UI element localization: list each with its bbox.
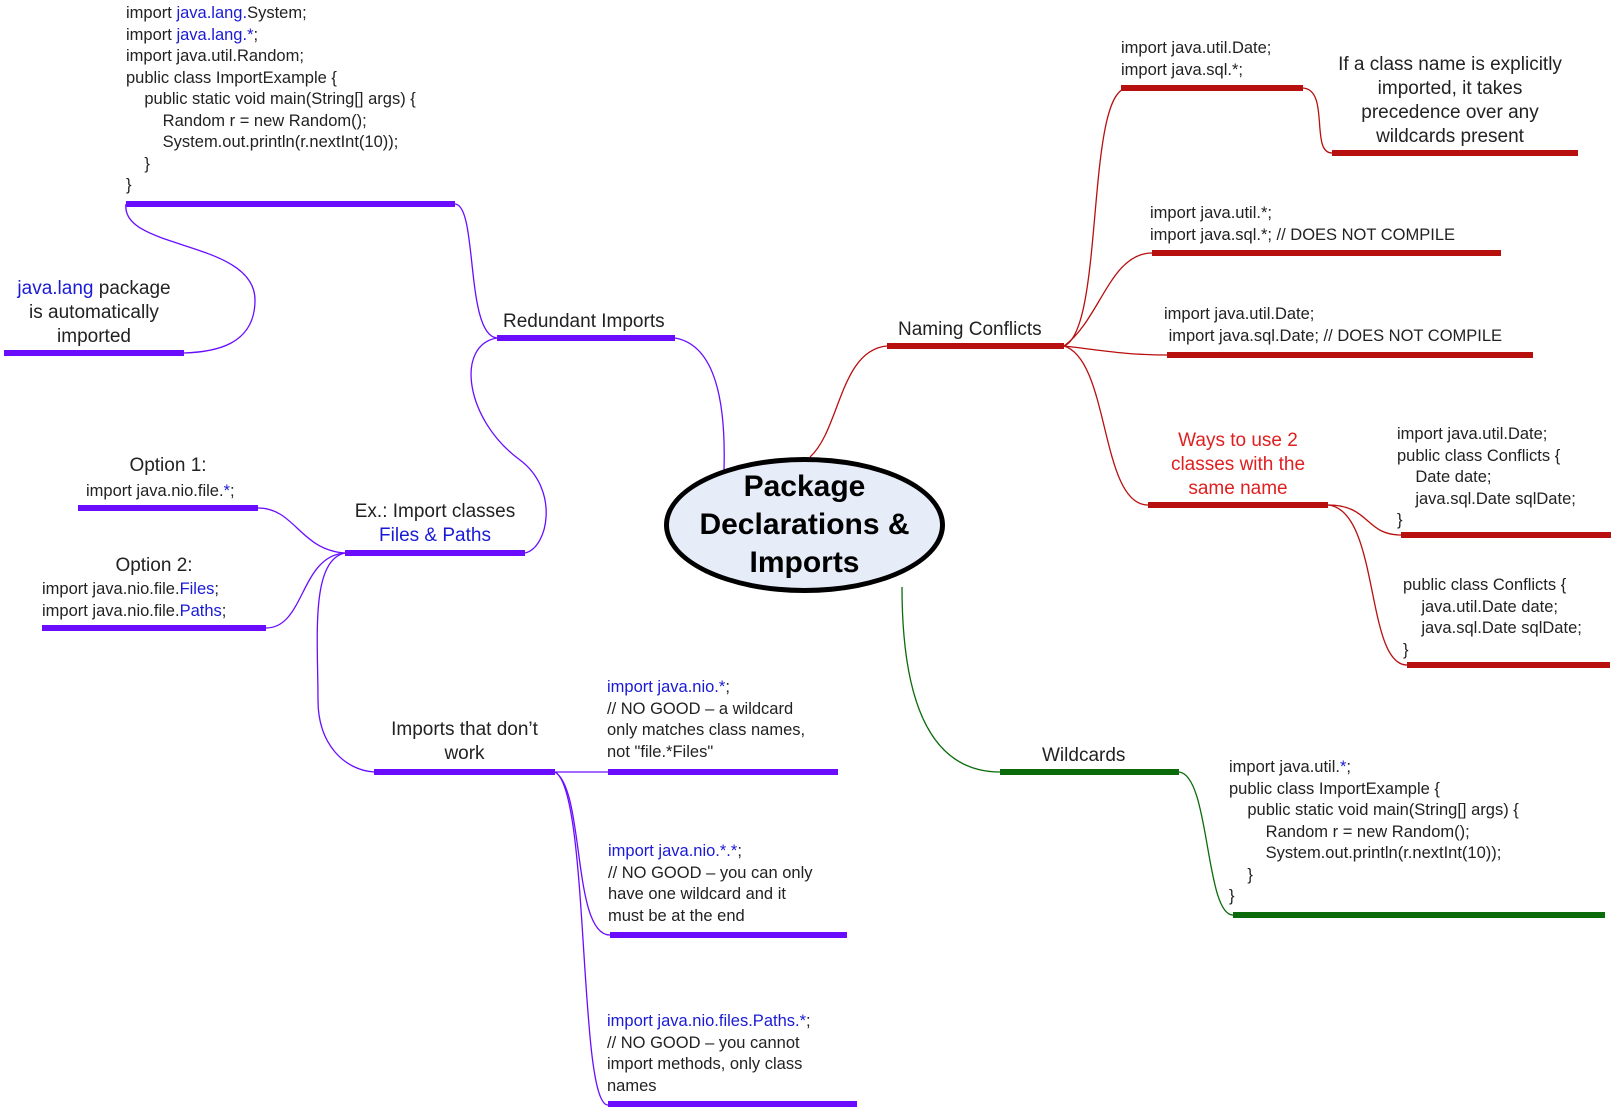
connector-files-option2 [265, 552, 346, 629]
connector-naming-ways [1063, 345, 1149, 506]
files-paths-bar [345, 550, 525, 556]
redundant-code-bar [126, 201, 455, 207]
way1-code: import java.util.Date; public class Conf… [1397, 425, 1576, 529]
dont-work-item1: import java.nio.*; // NO GOOD – a wildca… [607, 678, 806, 761]
dont-work-item1-bar [608, 769, 838, 775]
naming-ex1-code: import java.util.Date; import java.sql.*… [1121, 39, 1272, 79]
way1-bar [1401, 532, 1611, 538]
central-topic: Package Declarations & Imports [664, 457, 945, 593]
naming-ex1-bar [1121, 85, 1303, 91]
option1-code: import java.nio.file.*; [86, 482, 235, 500]
dont-work-item3: import java.nio.files.Paths.*; // NO GOO… [607, 1012, 811, 1095]
java-lang-note-bar [4, 350, 184, 356]
connector-center-wildcards [901, 586, 1001, 773]
code-line: } [126, 154, 150, 173]
redundant-imports-code: import java.lang.System; import java.lan… [126, 3, 416, 197]
wildcards-label: Wildcards [1042, 745, 1126, 766]
connector-ex1-note [1302, 87, 1333, 154]
connector-wildcards-code [1178, 771, 1234, 916]
option2-bar [42, 625, 266, 631]
connector-dontwork-item3 [554, 771, 609, 1106]
wildcards-code-bar [1233, 912, 1605, 918]
naming-ex1-note-bar [1332, 150, 1578, 156]
connector-files-dontwork [316, 552, 375, 773]
imports-dont-work-label: Imports that don’t work [391, 719, 538, 764]
naming-ex2-code: import java.util.*; import java.sql.*; /… [1150, 204, 1456, 244]
code-line: } [126, 176, 132, 194]
code-line: public class ImportExample { [126, 68, 337, 87]
naming-ex3-code: import java.util.Date; import java.sql.D… [1164, 305, 1503, 345]
option2-code: import java.nio.file.Files; import java.… [42, 580, 227, 620]
connector-naming-ex3 [1063, 345, 1168, 356]
connector-code-note [125, 203, 256, 354]
option2-title: Option 2: [115, 555, 193, 576]
option1-bar [78, 505, 258, 511]
redundant-imports-bar [497, 335, 675, 341]
code-line: System.out.println(r.nextInt(10)); [126, 133, 399, 151]
code-line: Random r = new Random(); [126, 111, 367, 130]
connector-dontwork-item2 [554, 771, 611, 936]
dont-work-item2-bar [610, 932, 847, 938]
naming-ex3-bar [1167, 352, 1533, 358]
connector-center-redundant [674, 337, 725, 471]
ways-same-name-label: Ways to use 2 classes with the same name [1170, 430, 1306, 499]
way2-code: public class Conflicts { java.util.Date … [1403, 576, 1582, 659]
connector-center-naming [809, 345, 888, 458]
wildcards-code: import java.util.*; public class ImportE… [1229, 758, 1519, 905]
option1-title: Option 1: [129, 455, 207, 476]
connector-redundant-files [470, 337, 547, 554]
naming-conflicts-bar [887, 343, 1064, 349]
files-paths-label: Ex.: Import classes Files & Paths [354, 501, 516, 546]
java-lang-note: java.lang package is automatically impor… [17, 278, 171, 347]
code-line: public static void main(String[] args) { [126, 90, 416, 108]
code-line: import java.util.Random; [126, 47, 304, 65]
ways-same-name-bar [1148, 502, 1328, 508]
naming-conflicts-label: Naming Conflicts [898, 319, 1042, 340]
dont-work-item3-bar [608, 1101, 857, 1107]
dont-work-item2: import java.nio.*.*; // NO GOOD – you ca… [608, 842, 813, 925]
naming-ex1-note: If a class name is explicitly imported, … [1338, 54, 1562, 147]
connector-ways-way1 [1327, 504, 1402, 536]
naming-ex2-bar [1152, 250, 1501, 256]
code-line: import java.lang.System; [126, 4, 307, 22]
wildcards-bar [1000, 769, 1179, 775]
way2-bar [1407, 662, 1610, 668]
redundant-imports-label: Redundant Imports [503, 311, 665, 332]
code-line: import java.lang.*; [126, 25, 259, 44]
connector-ways-way2 [1327, 504, 1408, 666]
central-topic-title: Package Declarations & Imports [699, 470, 910, 579]
imports-dont-work-bar [374, 769, 555, 775]
connector-files-option1 [257, 507, 346, 554]
connector-redundant-code [454, 203, 498, 339]
connector-naming-ex1 [1063, 87, 1129, 347]
connector-naming-ex2 [1063, 252, 1153, 347]
